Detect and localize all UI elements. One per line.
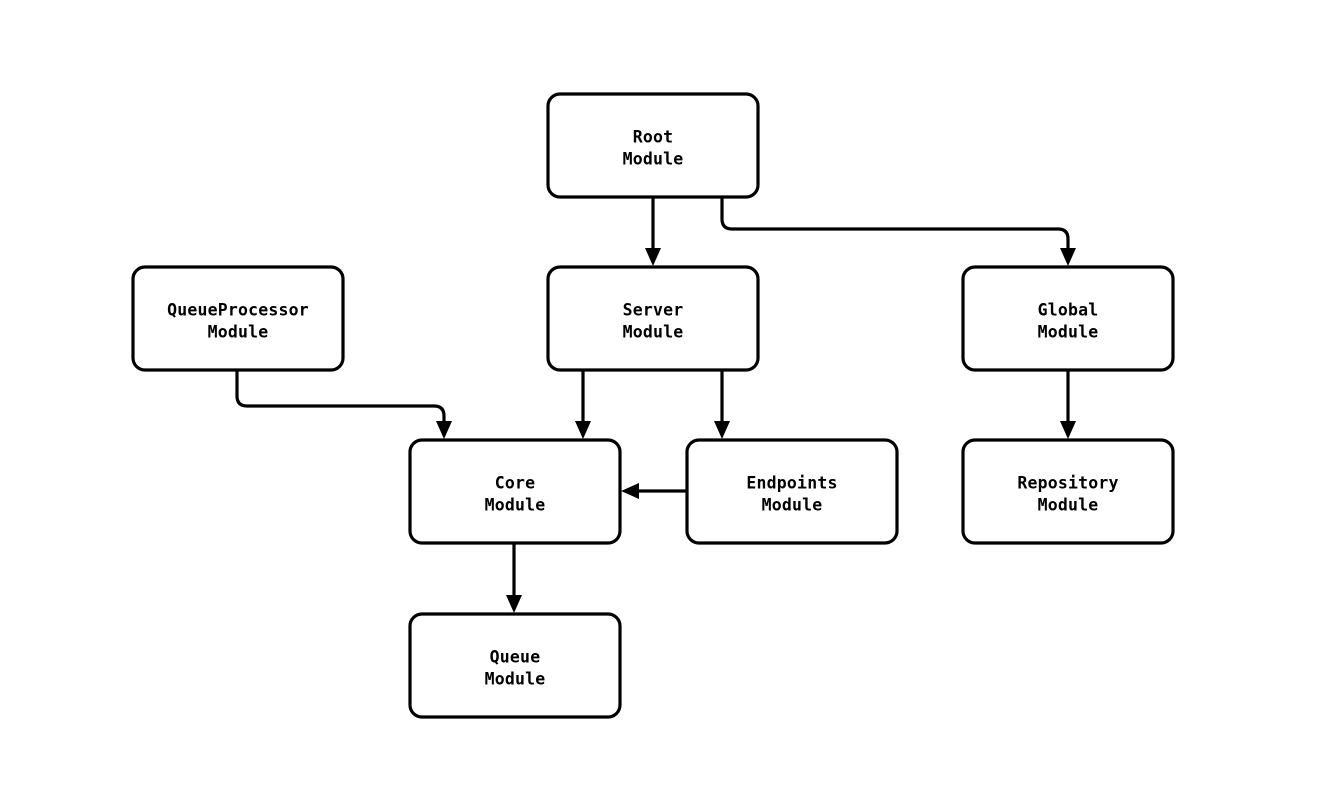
edge-queueprocessor-to-core: [235, 370, 452, 439]
arrowhead-icon: [645, 248, 661, 266]
edge-endpoints-to-core: [621, 483, 687, 499]
edge-server-to-core: [575, 370, 591, 439]
edge-core-to-queue: [506, 543, 522, 613]
edge-server-to-endpoints: [714, 370, 730, 439]
node-box[interactable]: [546, 92, 760, 199]
edge-global-to-repository: [1060, 370, 1076, 439]
arrowhead-icon: [621, 483, 639, 499]
arrowhead-icon: [506, 595, 522, 613]
node-label-line2: Module: [623, 150, 684, 169]
node-box[interactable]: [131, 265, 345, 372]
edge-root-to-global: [720, 197, 1076, 266]
arrowhead-icon: [1060, 421, 1076, 439]
node-label-line1: Repository: [1017, 474, 1118, 493]
edge-root-to-server: [645, 197, 661, 266]
node-box[interactable]: [546, 265, 760, 372]
node-box[interactable]: [685, 438, 899, 545]
node-label-line1: Core: [495, 474, 536, 493]
edges-layer: [235, 197, 1076, 613]
node-label-line2: Module: [623, 323, 684, 342]
node-box[interactable]: [408, 438, 622, 545]
node-label-line2: Module: [485, 496, 546, 515]
node-label-line1: Queue: [490, 648, 541, 667]
node-label-line1: Root: [633, 128, 674, 147]
node-box[interactable]: [961, 438, 1175, 545]
arrowhead-icon: [575, 421, 591, 439]
node-label-line1: Global: [1038, 301, 1099, 320]
node-box[interactable]: [408, 612, 622, 719]
node-label-line2: Module: [1038, 496, 1099, 515]
node-label-line2: Module: [208, 323, 269, 342]
node-box[interactable]: [961, 265, 1175, 372]
node-label-line1: QueueProcessor: [167, 301, 309, 320]
arrowhead-icon: [1060, 248, 1076, 266]
arrowhead-icon: [436, 421, 452, 439]
node-label-line2: Module: [485, 670, 546, 689]
node-label-line2: Module: [762, 496, 823, 515]
arrowhead-icon: [714, 421, 730, 439]
node-label-line2: Module: [1038, 323, 1099, 342]
node-label-line1: Endpoints: [746, 474, 837, 493]
node-label-line1: Server: [623, 301, 684, 320]
edge-line: [720, 197, 1070, 252]
edge-line: [235, 370, 446, 425]
